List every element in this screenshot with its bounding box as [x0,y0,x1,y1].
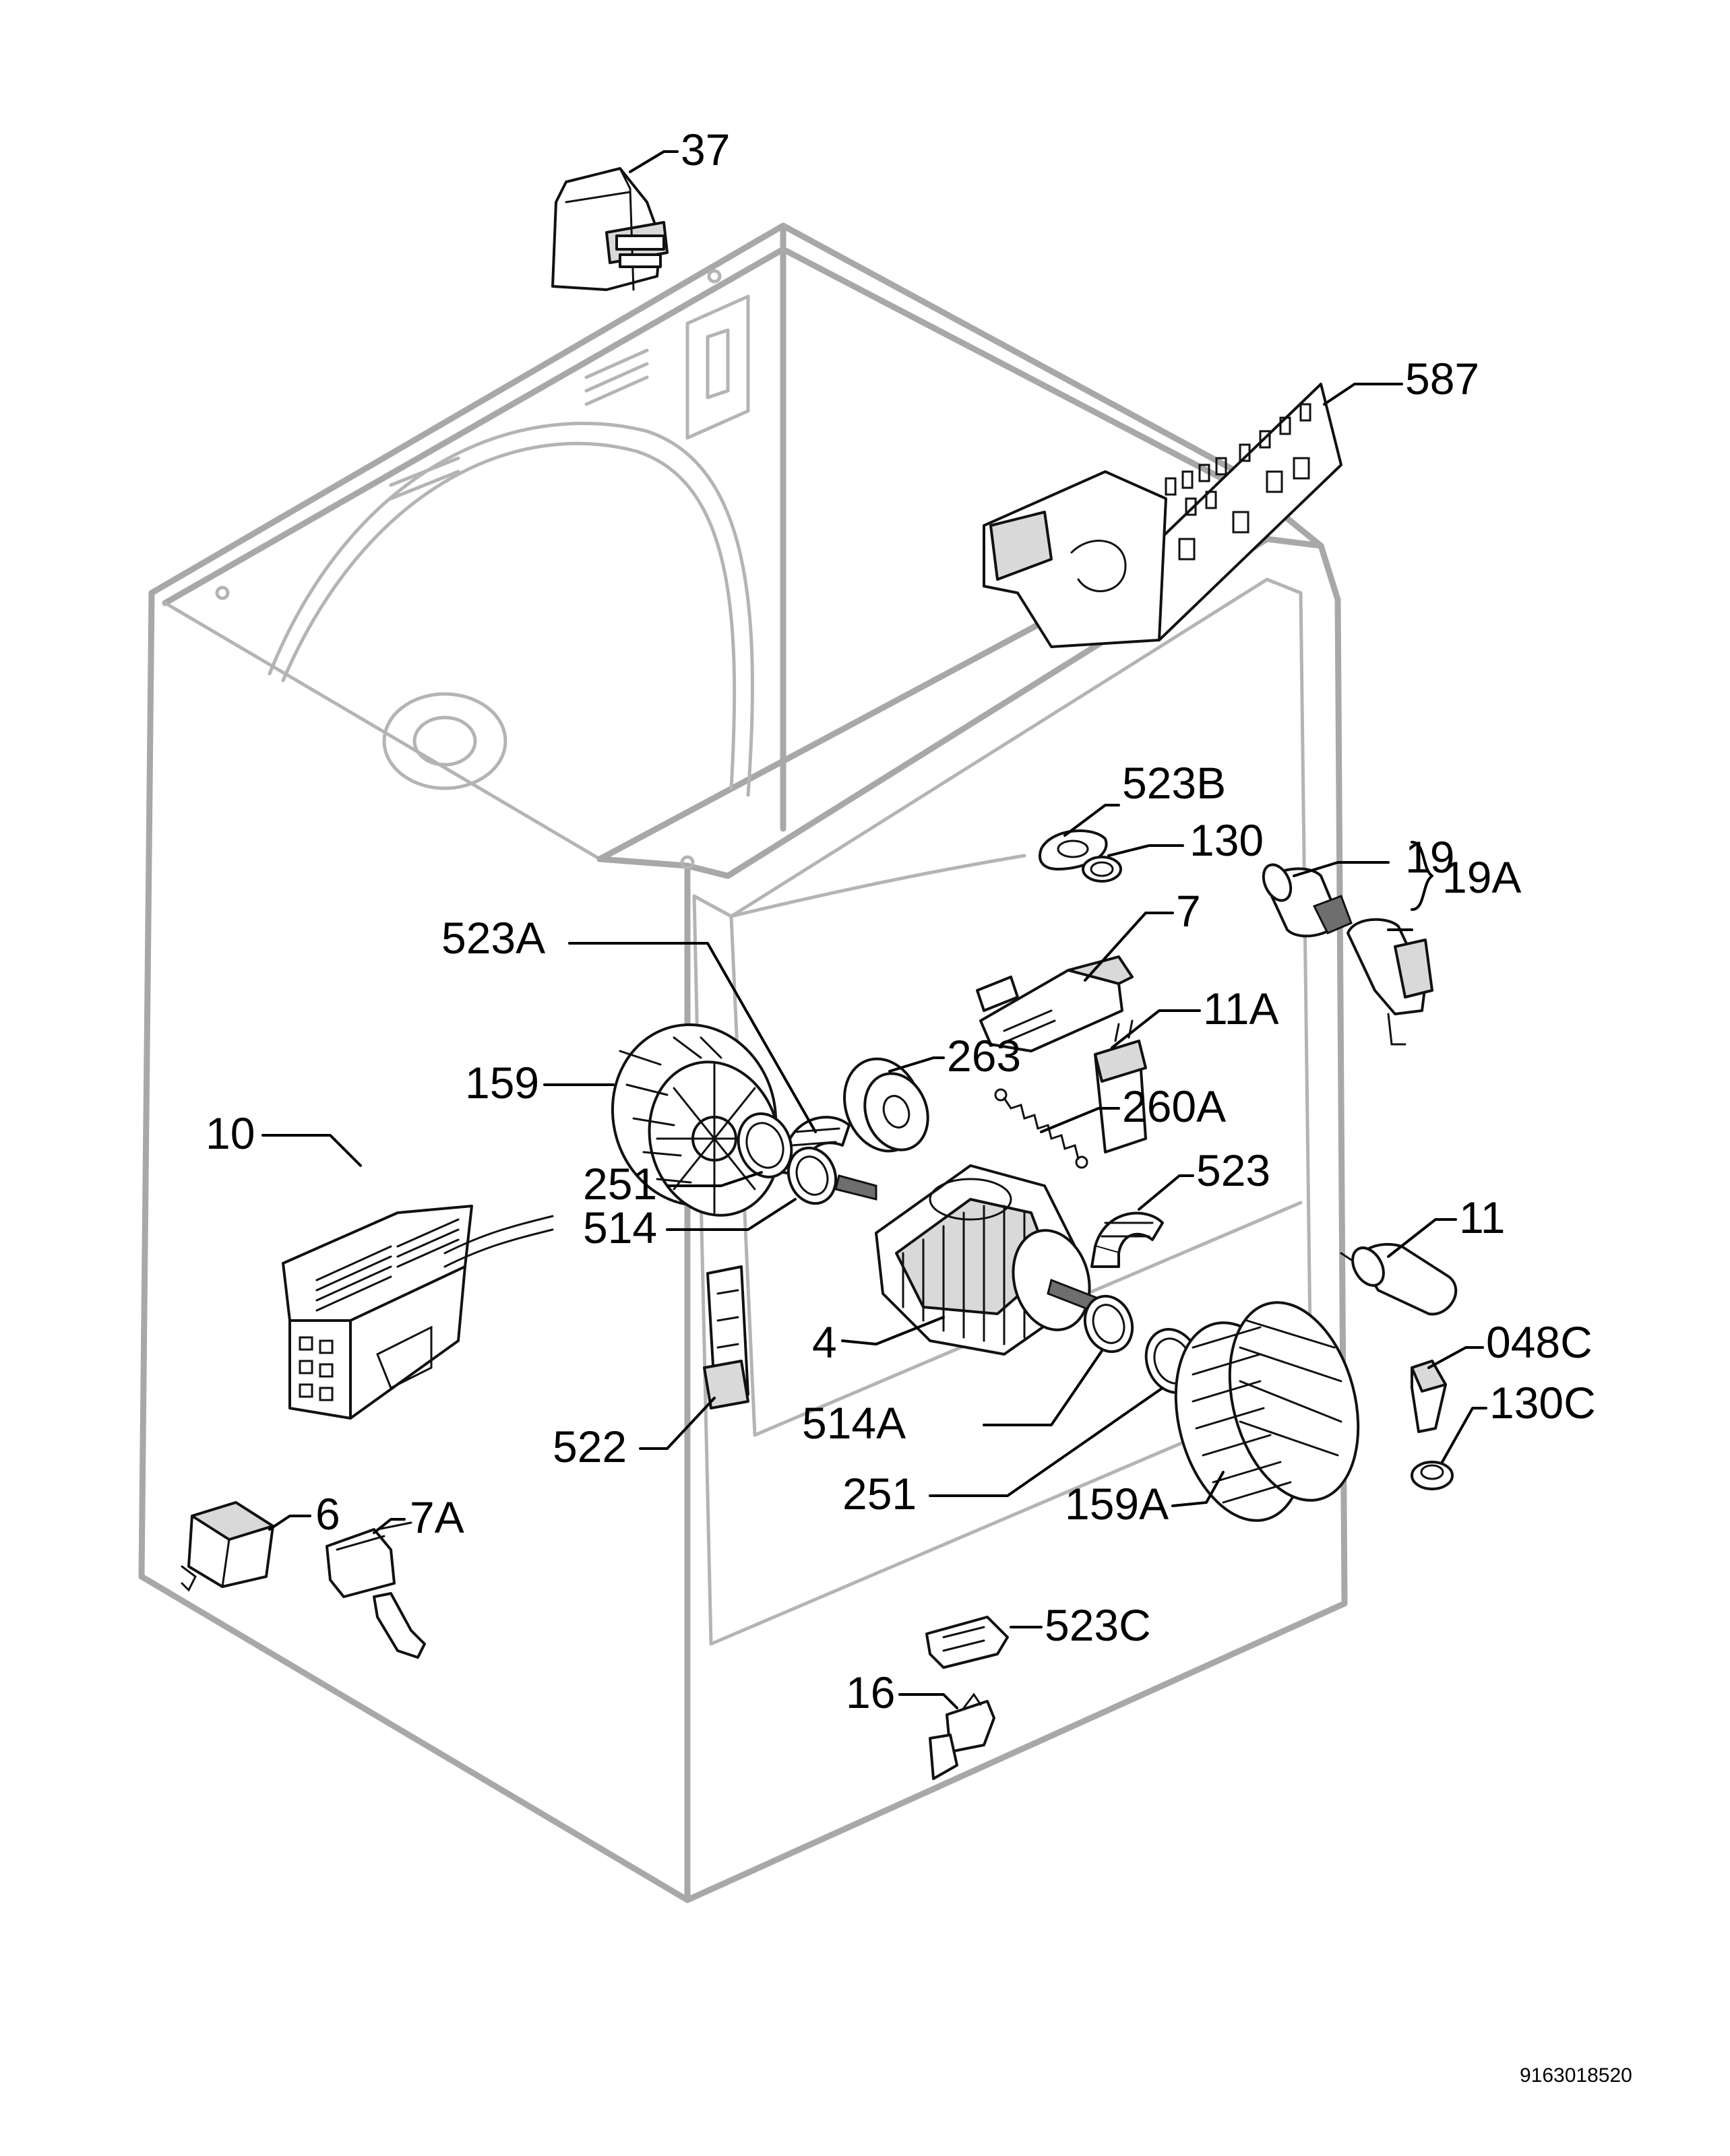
callout-523: 523 [1196,1145,1270,1195]
part-11A-capacitor [1094,1019,1147,1153]
callout-251-front: 251 [583,1159,657,1209]
callout-514: 514 [583,1203,657,1253]
part-514-bearing-seal-front [786,1146,838,1205]
part-37-door-lock [551,167,669,291]
callout-11A: 11A [1203,984,1279,1034]
part-19A-lamp-holder [1347,918,1433,1046]
callout-6: 6 [315,1489,340,1539]
part-7A-micro-switch [326,1521,426,1659]
callout-4: 4 [812,1317,837,1367]
part-19-lamp [1262,863,1353,938]
callout-130: 130 [1190,815,1264,865]
part-251-bearing-ring-front [737,1112,793,1178]
callout-522: 522 [553,1422,627,1471]
callout-159A: 159A [1065,1479,1169,1529]
callout-7A: 7A [410,1492,464,1542]
part-048C-thermostat [1411,1360,1447,1433]
leader-lines [261,150,1487,1709]
callout-260A: 260A [1122,1081,1226,1131]
callout-130C: 130C [1489,1378,1596,1428]
callout-523B: 523B [1122,758,1226,808]
part-11-capacitor [1340,1242,1458,1316]
part-523C-clip [925,1616,1009,1669]
part-130C-grommet [1411,1461,1454,1490]
part-523-clamp [1090,1211,1164,1268]
callout-10: 10 [206,1108,255,1158]
callout-37: 37 [681,125,730,175]
part-263-pulley [843,1057,929,1153]
callout-19A: 19A [1442,852,1521,902]
callout-587: 587 [1405,354,1479,404]
callout-11: 11 [1459,1193,1506,1242]
callout-251-rear: 251 [842,1469,917,1519]
part-6-suppressor [181,1501,274,1592]
callout-159: 159 [465,1058,539,1108]
part-587-control-board [983,383,1342,648]
callout-514A: 514A [802,1398,906,1448]
callout-19: 19 [1405,832,1454,882]
part-7-door-switch [976,955,1134,1052]
drawing-reference-number: 9163018520 [1520,2064,1632,2087]
part-260A-spring [994,1088,1088,1169]
callout-523C: 523C [1045,1600,1151,1650]
callout-523A: 523A [441,913,545,963]
part-130-ring [1082,856,1122,883]
part-522-bracket [703,1265,749,1409]
callout-048C: 048C [1486,1317,1593,1367]
part-10-heater [282,1205,554,1420]
part-4-motor [834,1164,1113,1356]
part-514A-bearing-seal-rear [1083,1294,1134,1354]
callout-263: 263 [947,1031,1021,1081]
callout-labels: 37 587 523B 130 19 19A 7 523A 11A 159 26… [206,125,1632,2087]
part-16-switch [929,1692,995,1780]
part-159A-blower-wheel [1174,1301,1360,1522]
callout-7: 7 [1176,886,1201,936]
callout-16: 16 [846,1668,895,1717]
